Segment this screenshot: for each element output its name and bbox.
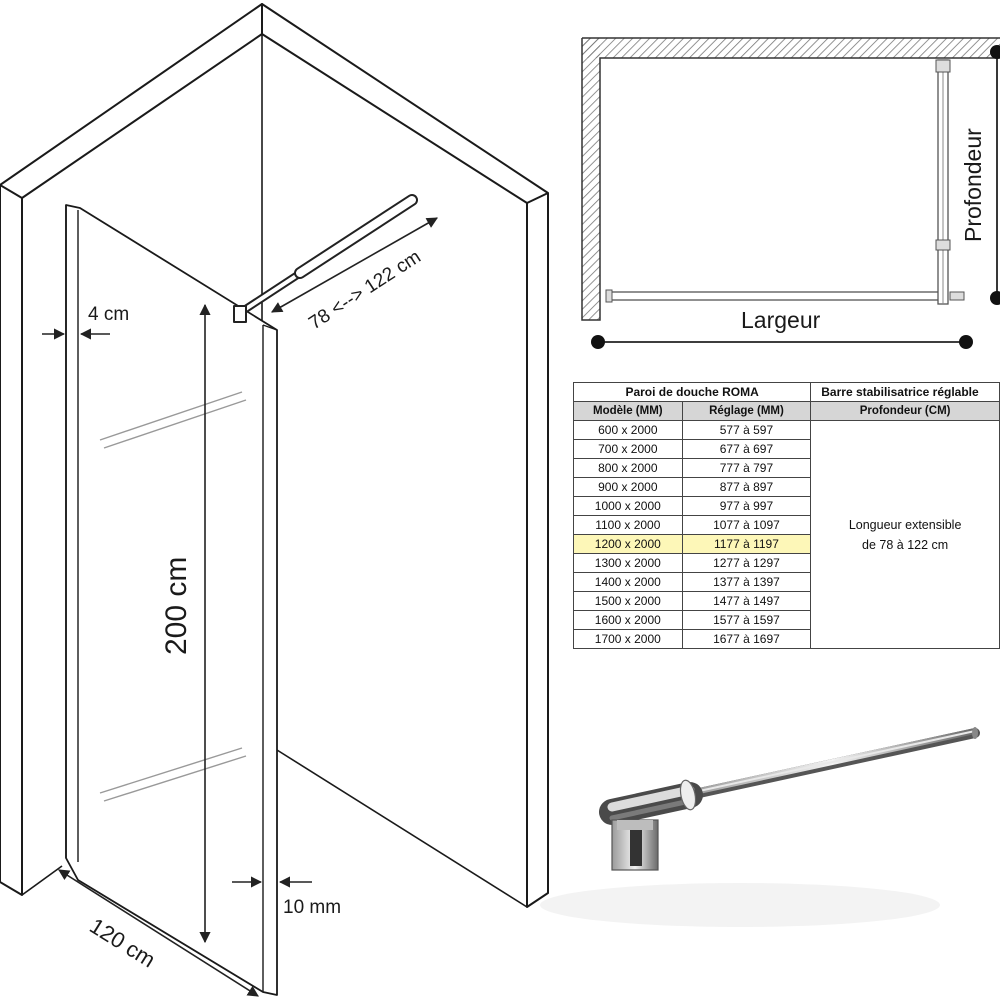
adjust-cell: 1077 à 1097 [681,515,812,535]
plan-view [581,37,1000,349]
adjust-cell: 1677 à 1697 [681,629,812,649]
model-cell: 1100 x 2000 [573,515,683,535]
isometric-view [0,3,549,996]
stabilizer-bar-product-image [540,727,980,927]
plan-width-label: Largeur [741,307,821,333]
model-cell: 600 x 2000 [573,420,683,440]
adjust-cell: 1477 à 1497 [681,591,812,611]
glass-thickness-label: 10 mm [283,897,341,918]
model-cell: 800 x 2000 [573,458,683,478]
depth-range-arrow [271,217,438,313]
model-cell: 1600 x 2000 [573,610,683,630]
extensible-line-2: de 78 à 122 cm [862,537,949,552]
col-depth: Profondeur (CM) [810,401,1000,421]
height-label: 200 cm [160,557,193,655]
model-cell: 1200 x 2000 [573,534,683,554]
width-arrow [58,869,259,997]
header-stabilizer-bar: Barre stabilisatrice réglable [810,382,1000,402]
extensible-length-cell: Longueur extensible de 78 à 122 cm [810,420,1000,649]
adjust-cell: 777 à 797 [681,458,812,478]
stabilizer-bar-iso [233,194,418,323]
spec-table-subheader: Modèle (MM) Réglage (MM) Profondeur (CM) [573,401,1000,421]
adjust-cell: 877 à 897 [681,477,812,497]
adjust-cell: 977 à 997 [681,496,812,516]
adjust-cell: 577 à 597 [681,420,812,440]
model-cell: 900 x 2000 [573,477,683,497]
model-cell: 1500 x 2000 [573,591,683,611]
adjust-cell: 677 à 697 [681,439,812,459]
wall-gap-label: 4 cm [88,304,129,325]
header-shower-wall: Paroi de douche ROMA [572,382,812,402]
adjust-cell: 1177 à 1197 [681,534,812,554]
col-model: Modèle (MM) [573,401,683,421]
right-wall [261,3,549,908]
model-cell: 700 x 2000 [573,439,683,459]
plan-depth-label: Profondeur [960,128,986,242]
spec-table: Paroi de douche ROMA Barre stabilisatric… [572,382,1000,649]
model-cell: 1300 x 2000 [573,553,683,573]
col-adjust: Réglage (MM) [681,401,812,421]
model-cell: 1400 x 2000 [573,572,683,592]
model-cell: 1700 x 2000 [573,629,683,649]
dimension-lines [42,217,438,997]
glass-panel [65,204,278,996]
adjust-cell: 1577 à 1597 [681,610,812,630]
adjust-cell: 1377 à 1397 [681,572,812,592]
model-cell: 1000 x 2000 [573,496,683,516]
extensible-line-1: Longueur extensible [848,517,962,532]
adjust-cell: 1277 à 1297 [681,553,812,573]
spec-table-header: Paroi de douche ROMA Barre stabilisatric… [572,382,1000,402]
